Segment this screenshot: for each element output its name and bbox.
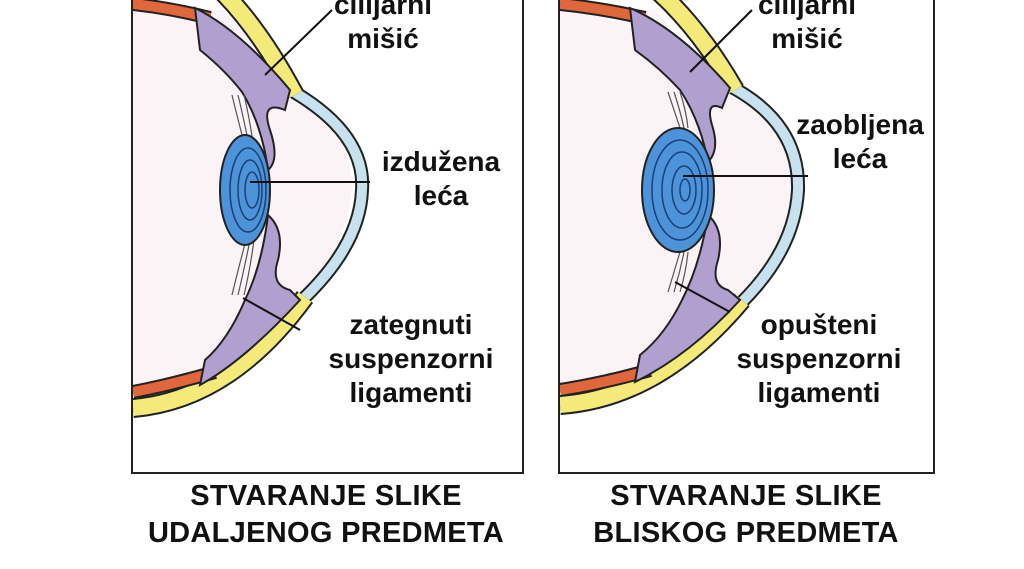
right-lens <box>641 127 715 253</box>
left-label-suspensory-ligaments: zategnuti suspenzorni ligamenti <box>312 308 510 410</box>
right-sclera-top-fill <box>655 0 742 94</box>
caption-line: STVARANJE SLIKE <box>190 480 462 512</box>
left-sclera-top-fill <box>219 0 303 99</box>
label-line: ligamenti <box>349 377 473 408</box>
right-leader-lines <box>674 9 808 313</box>
left-sclera-bottom-fill <box>133 292 312 416</box>
left-label-ciliary-muscle: cilijarni mišić <box>318 0 448 56</box>
left-lens-rings <box>229 147 267 233</box>
label-line: mišić <box>347 23 419 54</box>
label-line: suspenzorni <box>328 343 494 374</box>
left-leader-lines <box>242 9 370 331</box>
left-eye-diagram <box>133 0 370 418</box>
label-line: zaobljena <box>796 109 924 140</box>
right-label-suspensory-ligaments: opušteni suspenzorni ligamenti <box>720 308 918 410</box>
label-line: zategnuti <box>349 309 473 340</box>
left-label-lens: izdužena leća <box>370 145 512 213</box>
caption-line: BLISKOG PREDMETA <box>593 517 899 549</box>
right-label-ciliary-muscle: cilijarni mišić <box>742 0 872 56</box>
right-ciliary-bottom <box>633 213 742 384</box>
label-line: izdužena <box>381 146 501 177</box>
label-line: suspenzorni <box>736 343 902 374</box>
left-ciliary-top <box>193 6 292 172</box>
right-caption: STVARANJE SLIKE BLISKOG PREDMETA <box>556 478 936 552</box>
right-label-lens: zaobljena leća <box>787 108 933 176</box>
label-line: leća <box>832 143 888 174</box>
right-ligaments <box>667 91 689 293</box>
caption-line: STVARANJE SLIKE <box>610 480 882 512</box>
right-eye-diagram <box>560 0 808 415</box>
label-line: leća <box>413 180 469 211</box>
right-lens-rings <box>651 139 709 241</box>
right-ciliary-top <box>628 6 732 165</box>
left-caption: STVARANJE SLIKE UDALJENOG PREDMETA <box>124 478 528 552</box>
right-sclera-bottom-fill <box>560 294 749 413</box>
left-ciliary-bottom <box>198 212 302 387</box>
label-line: mišić <box>771 23 843 54</box>
label-line: cilijarni <box>333 0 433 20</box>
label-line: opušteni <box>760 309 878 340</box>
label-line: cilijarni <box>757 0 857 20</box>
left-cornea-fill <box>284 83 368 306</box>
caption-line: UDALJENOG PREDMETA <box>147 517 505 549</box>
right-cornea-fill <box>725 80 804 308</box>
label-line: ligamenti <box>757 377 881 408</box>
